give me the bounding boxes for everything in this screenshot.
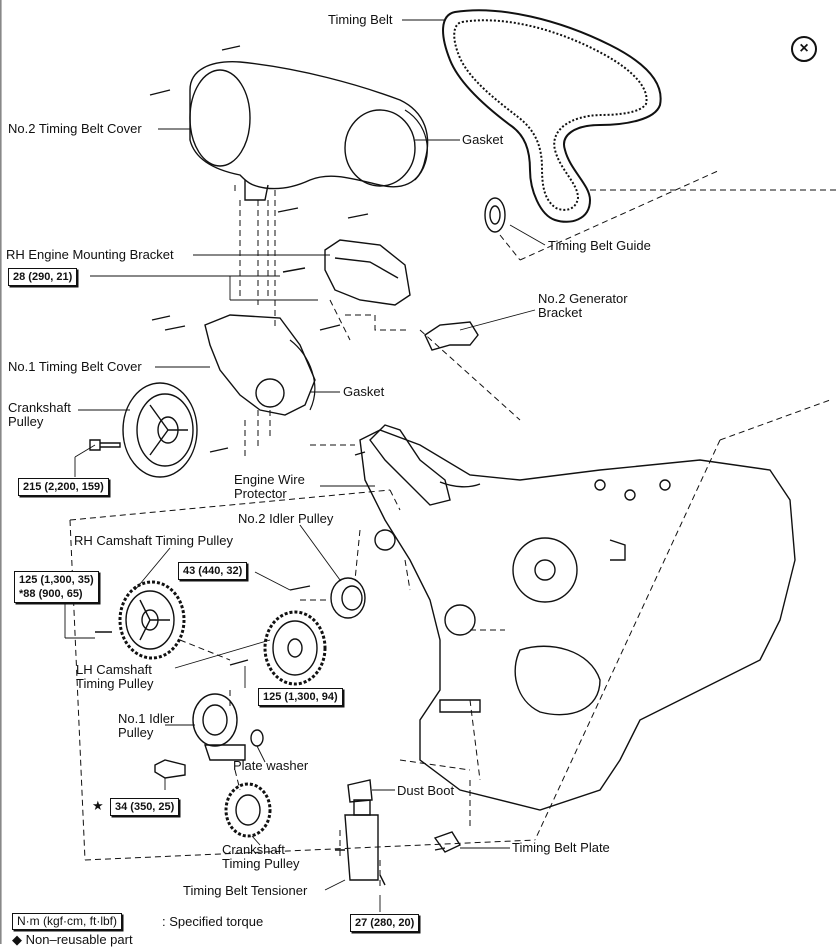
legend-non-reusable-part: ◆ Non–reusable part — [12, 932, 133, 947]
label-gasket-mid: Gasket — [343, 384, 385, 399]
label-timing-belt-guide: Timing Belt Guide — [548, 238, 651, 253]
lh-cam-shape — [263, 610, 327, 686]
torque-box-125-rh: 125 (1,300, 35) *88 (900, 65) — [14, 571, 99, 603]
label-rh-engine-mounting-bracket: RH Engine Mounting Bracket — [6, 247, 174, 262]
label-no2-generator-bracket: No.2 Generator Bracket — [538, 291, 628, 320]
label-timing-belt-plate: Timing Belt Plate — [512, 840, 610, 855]
rh-cam-shape — [118, 580, 186, 660]
no2-idler-shape — [330, 577, 366, 619]
label-timing-belt-tensioner: Timing Belt Tensioner — [183, 883, 308, 898]
belt-plate-shape — [433, 831, 462, 853]
label-crankshaft-pulley: Crankshaft Pulley — [8, 400, 71, 429]
label-dust-boot: Dust Boot — [397, 783, 455, 798]
close-glyph: × — [799, 40, 809, 57]
timing-belt-shape — [442, 9, 662, 223]
torque-box-125-lh: 125 (1,300, 94) — [258, 688, 343, 706]
legend-specified-torque: : Specified torque — [162, 914, 264, 929]
star-icon: ★ — [92, 798, 104, 813]
label-no1-idler-pulley: No.1 Idler Pulley — [118, 711, 175, 740]
belt-guide-shape — [484, 197, 506, 233]
label-rh-camshaft-timing-pulley: RH Camshaft Timing Pulley — [74, 533, 233, 548]
close-icon[interactable]: × — [791, 36, 817, 62]
label-timing-belt: Timing Belt — [328, 12, 393, 27]
torque-box-27: 27 (280, 20) — [350, 914, 420, 932]
torque-box-34: 34 (350, 25) — [110, 798, 180, 816]
label-gasket-top: Gasket — [462, 132, 504, 147]
label-plate-washer: Plate washer — [233, 758, 309, 773]
torque-88-value: *88 (900, 65) — [19, 588, 83, 600]
no1-idler-shape — [192, 693, 246, 761]
label-no2-idler-pulley: No.2 Idler Pulley — [238, 511, 334, 526]
label-no2-timing-belt-cover: No.2 Timing Belt Cover — [8, 121, 142, 136]
engine-block-shape — [359, 429, 796, 811]
crank-timing-shape — [224, 782, 272, 838]
torque-box-215: 215 (2,200, 159) — [18, 478, 109, 496]
gasket-top-shape — [404, 109, 428, 181]
label-crankshaft-timing-pulley: Crankshaft Timing Pulley — [222, 842, 300, 871]
wire-protector-shape — [369, 424, 451, 506]
label-no1-timing-belt-cover: No.1 Timing Belt Cover — [8, 359, 142, 374]
crank-pulley-shape — [122, 382, 198, 478]
no2-cover-shape — [189, 61, 429, 201]
generator-bracket-shape — [424, 321, 479, 351]
torque-125-value: 125 (1,300, 35) — [19, 574, 94, 586]
bolts — [95, 45, 446, 886]
dust-boot-shape — [347, 779, 373, 803]
no1-cover-shape — [204, 314, 316, 416]
tensioner-shape — [344, 814, 379, 881]
torque-box-43: 43 (440, 32) — [178, 562, 248, 580]
label-engine-wire-protector: Engine Wire Protector — [234, 472, 305, 501]
gasket-mid-shape — [289, 339, 316, 411]
plate-washer-shape — [250, 729, 264, 747]
torque-box-28: 28 (290, 21) — [8, 268, 78, 286]
rh-bracket-shape — [324, 239, 411, 306]
legend-torque-unit: N·m (kgf·cm, ft·lbf) — [12, 913, 122, 930]
label-lh-camshaft-timing-pulley: LH Camshaft Timing Pulley — [76, 662, 154, 691]
